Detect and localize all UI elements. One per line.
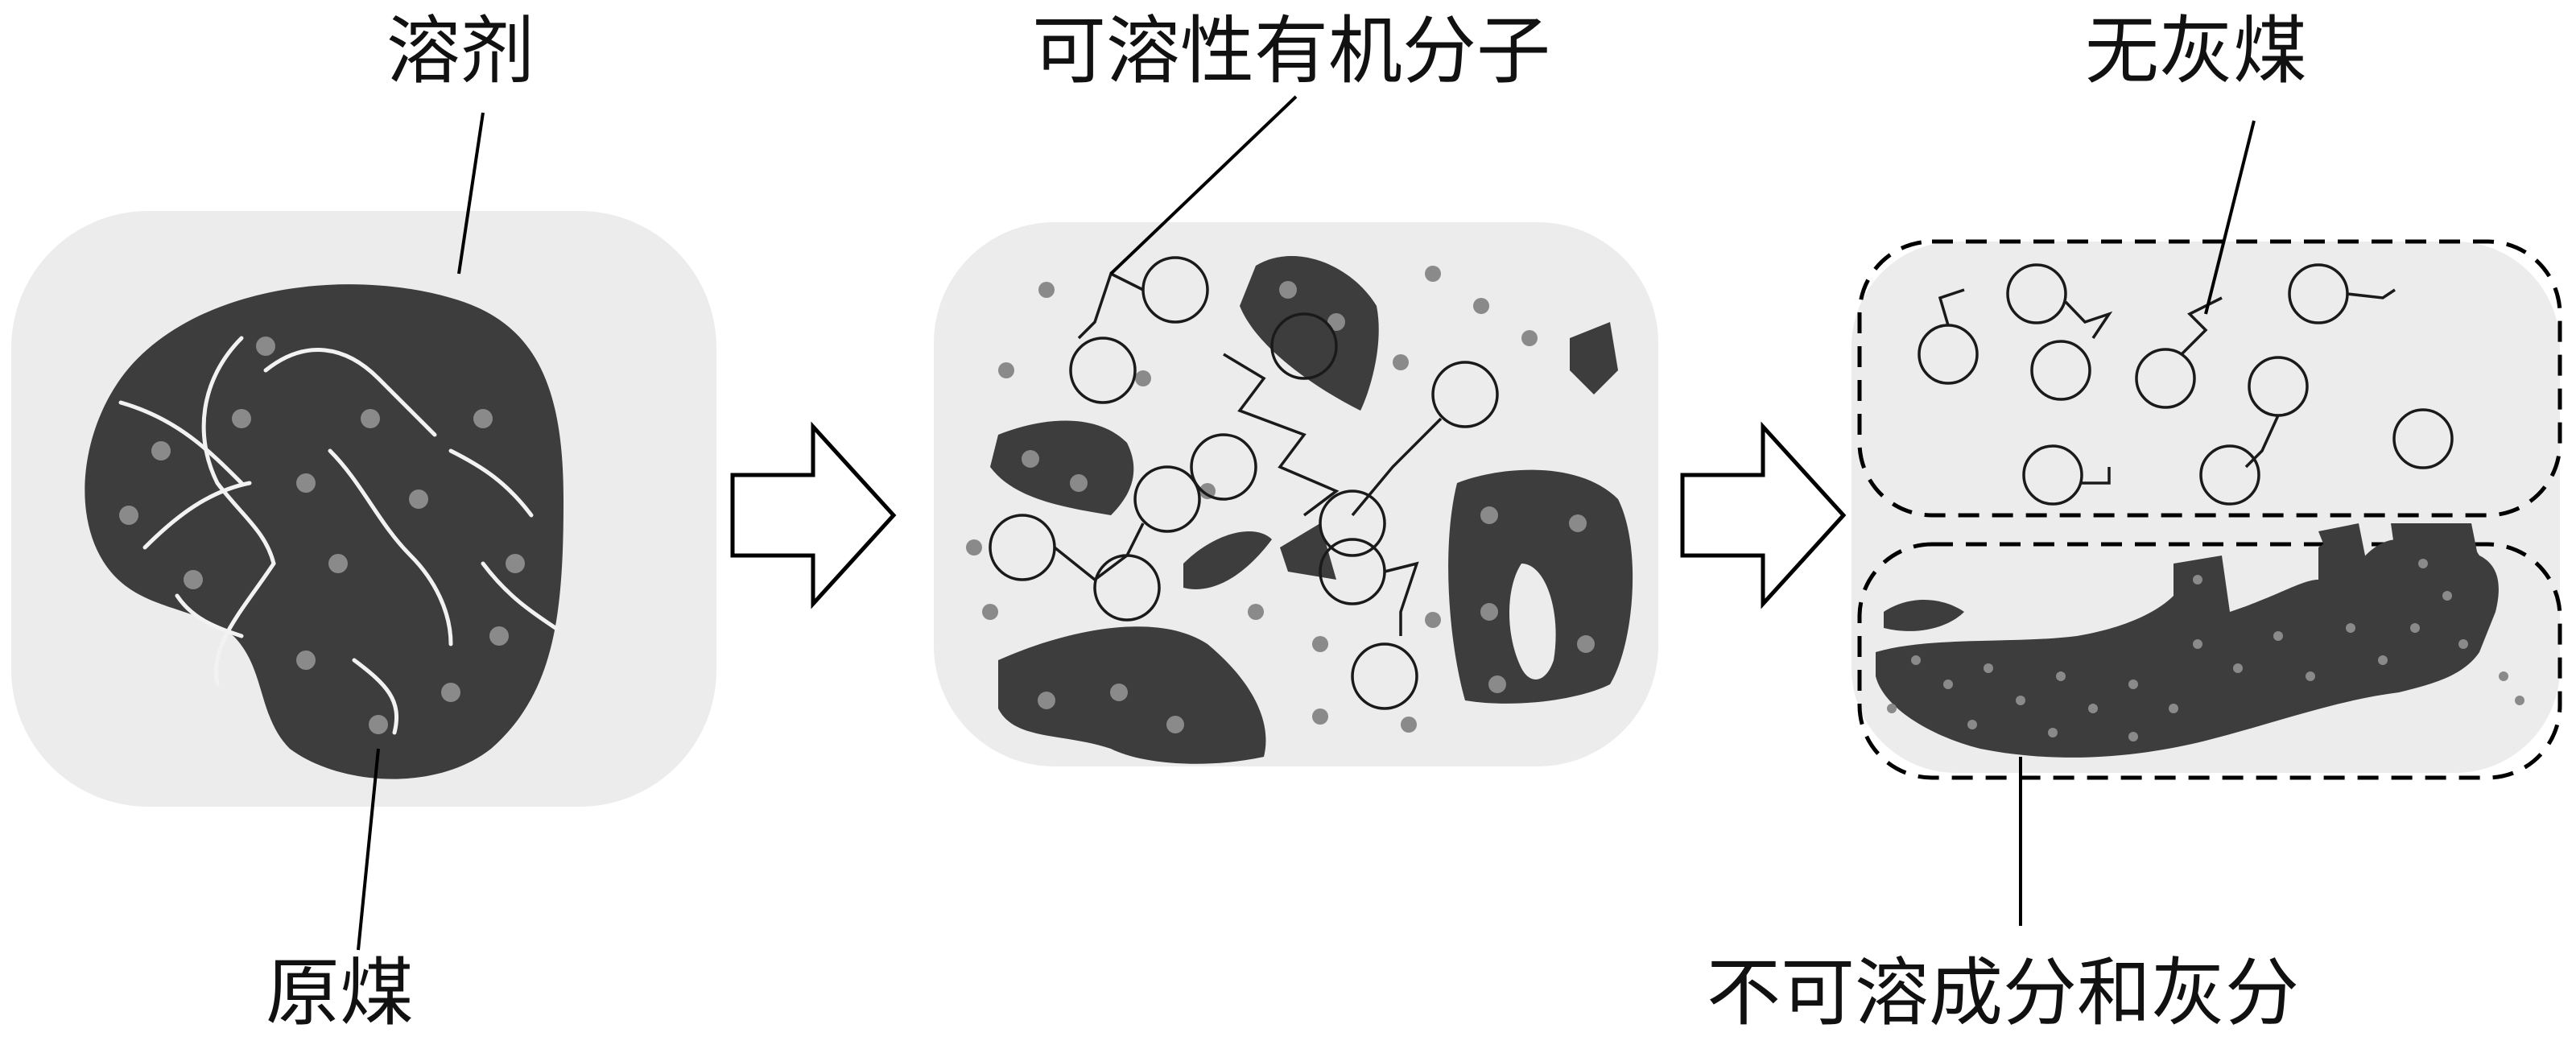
label-raw-coal: 原煤 [266, 950, 414, 1036]
panel-raw-coal [11, 113, 716, 950]
label-ashless-coal: 无灰煤 [2085, 8, 2307, 94]
label-solvent: 溶剂 [386, 8, 535, 94]
process-arrow-1 [733, 427, 894, 604]
panel-dissolution [934, 97, 1658, 766]
label-soluble-organic-molecules: 可溶性有机分子 [1032, 8, 1550, 94]
label-insoluble-and-ash: 不可溶成分和灰分 [1707, 950, 2299, 1036]
process-arrow-2 [1682, 427, 1843, 604]
panel-separation [1852, 121, 2560, 926]
